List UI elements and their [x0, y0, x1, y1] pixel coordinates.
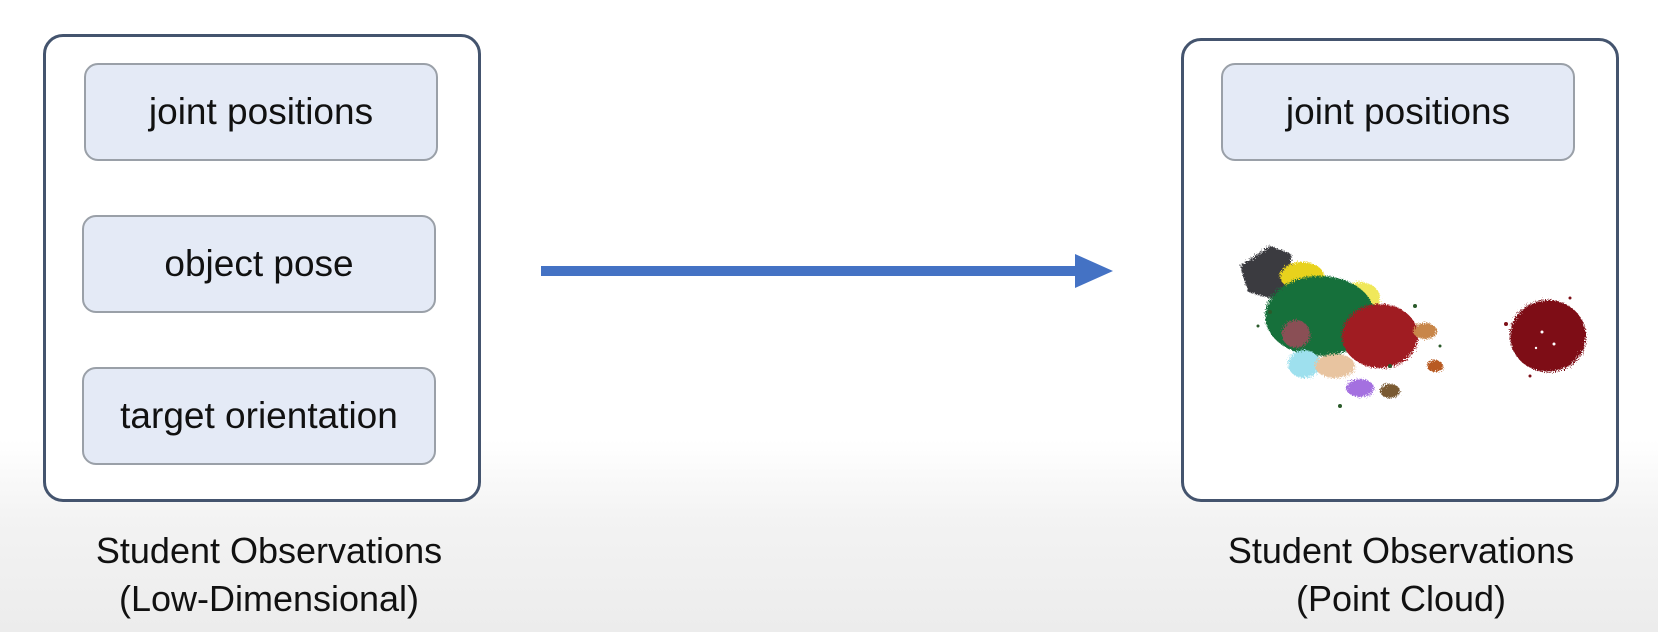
- left-caption-line1: Student Observations: [95, 530, 443, 571]
- point-cloud-observations-panel: joint positions: [1181, 38, 1619, 502]
- low-dimensional-observations-panel: joint positions object pose target orien…: [43, 34, 481, 502]
- transition-arrow: [541, 254, 1113, 288]
- object-pose-field: object pose: [82, 215, 436, 313]
- target-orientation-field: target orientation: [82, 367, 436, 465]
- right-caption-line1: Student Observations: [1227, 530, 1575, 571]
- joint-positions-field: joint positions: [84, 63, 438, 161]
- right-panel-caption: Student Observations (Point Cloud): [1175, 527, 1627, 623]
- point-cloud-image: [1240, 246, 1586, 408]
- left-caption-line2: (Low-Dimensional): [118, 578, 420, 619]
- joint-positions-field: joint positions: [1221, 63, 1575, 161]
- right-caption-line2: (Point Cloud): [1295, 578, 1507, 619]
- left-panel-caption: Student Observations (Low-Dimensional): [43, 527, 495, 623]
